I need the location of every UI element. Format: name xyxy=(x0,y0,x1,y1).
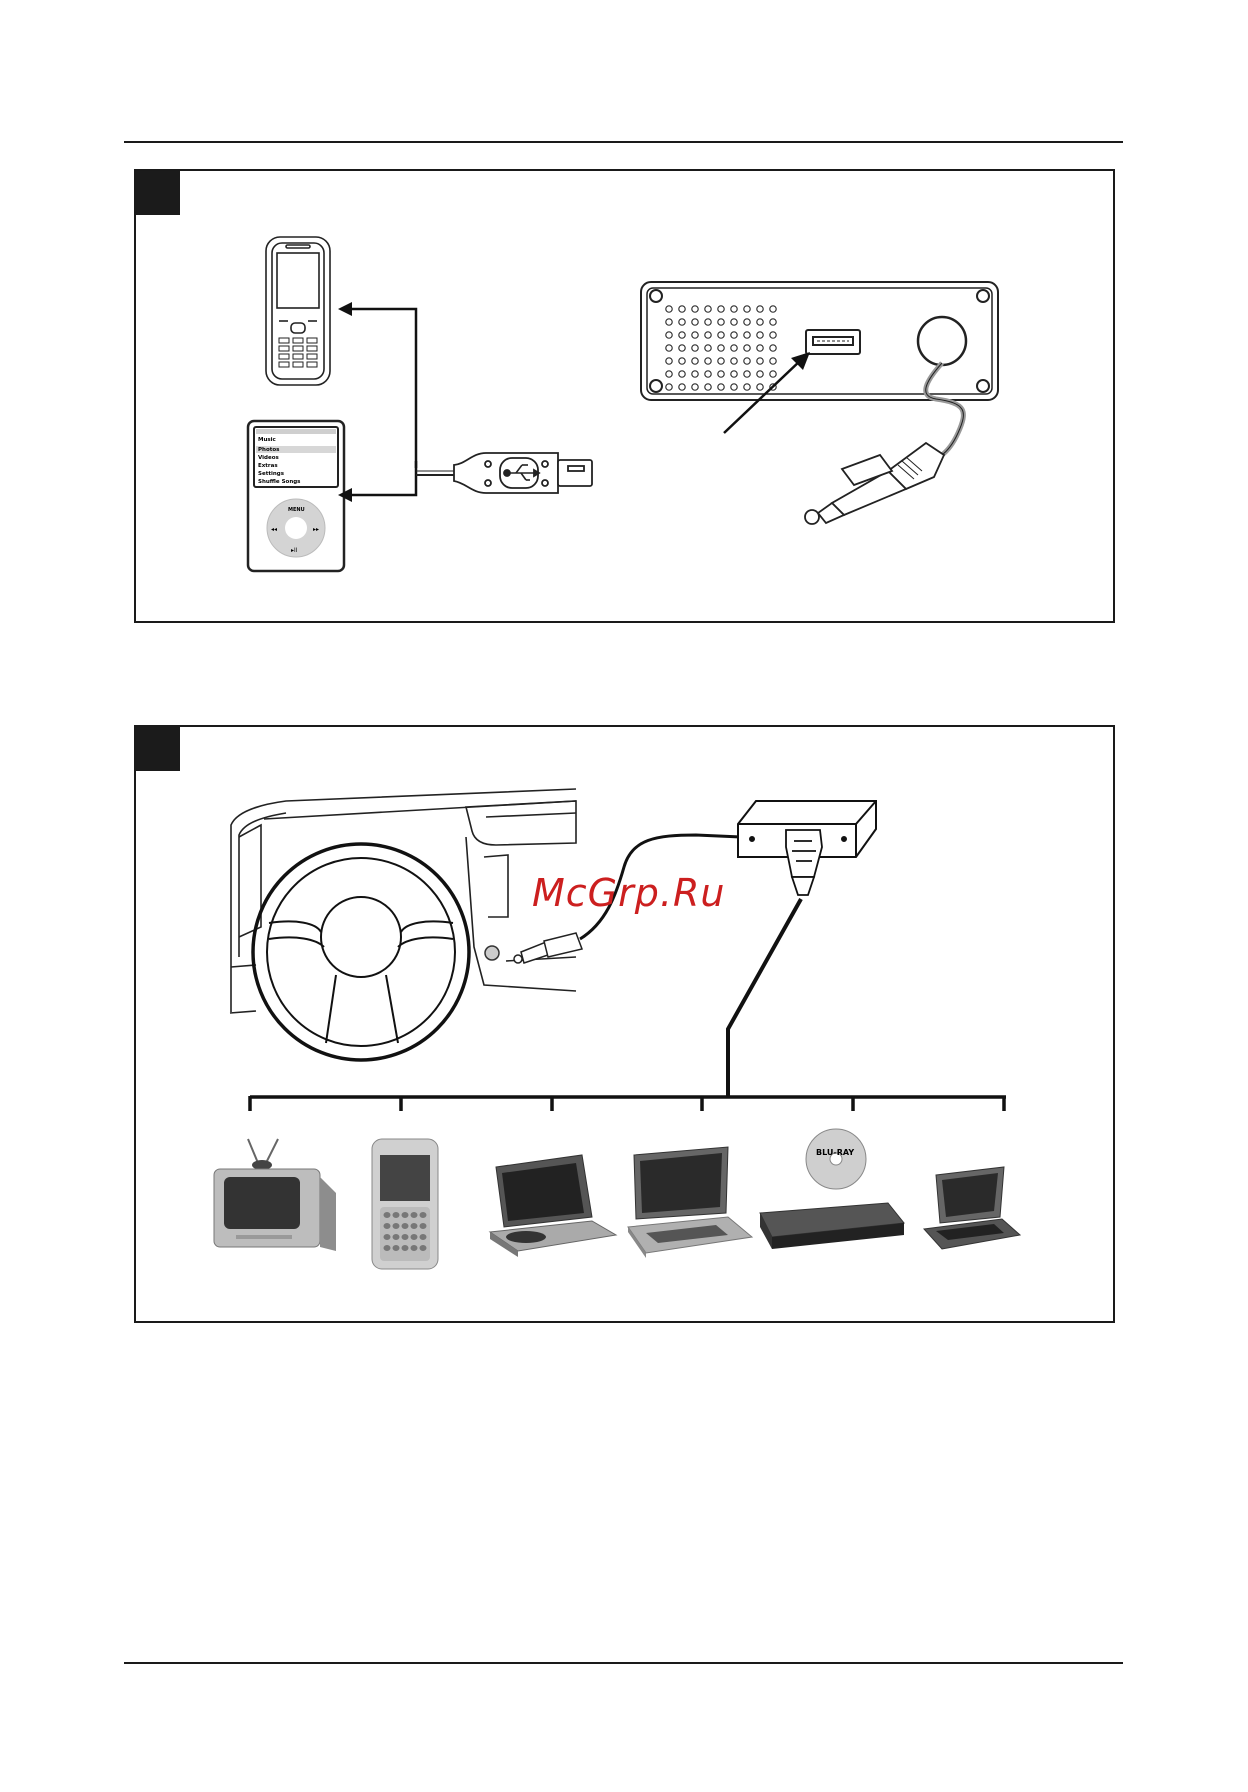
portable-dvd-player-icon xyxy=(490,1155,616,1257)
blu-ray-label: BLU-RAY xyxy=(816,1148,854,1157)
dashboard-socket xyxy=(485,946,499,960)
keypad-key xyxy=(411,1234,418,1240)
power-socket xyxy=(918,317,966,365)
blu-ray-player-icon: BLU-RAY xyxy=(760,1129,904,1249)
keypad-key xyxy=(393,1212,400,1218)
figure-1-illustration: Music Photos Videos Extras Settings Shuf… xyxy=(136,171,1112,620)
ipod-menu-item: Music xyxy=(258,437,276,443)
output-cable xyxy=(728,899,801,1097)
keypad-key xyxy=(420,1212,427,1218)
smartphone-icon xyxy=(372,1139,438,1269)
keypad-key xyxy=(420,1234,427,1240)
figure-1-panel: Music Photos Videos Extras Settings Shuf… xyxy=(134,169,1115,623)
keypad-key xyxy=(393,1234,400,1240)
ipod-wheel-label: MENU xyxy=(288,507,305,513)
keypad-key xyxy=(384,1245,391,1251)
usb-port[interactable] xyxy=(806,330,860,354)
mobile-phone-icon xyxy=(266,237,330,385)
keypad-key xyxy=(420,1245,427,1251)
keypad-key xyxy=(402,1223,409,1229)
usb-plug-icon xyxy=(786,830,822,895)
keypad-key xyxy=(402,1212,409,1218)
keypad-key xyxy=(411,1245,418,1251)
connection-arrows xyxy=(348,309,416,495)
netbook-icon xyxy=(924,1167,1020,1249)
ipod-menu-item: Shuffle Songs xyxy=(258,479,301,485)
keypad-key xyxy=(402,1234,409,1240)
media-player-icon: Music Photos Videos Extras Settings Shuf… xyxy=(248,421,344,571)
svg-text:◂◂: ◂◂ xyxy=(271,527,277,533)
header-rule xyxy=(124,141,1123,143)
keypad-key xyxy=(384,1223,391,1229)
usb-cable-icon xyxy=(416,453,592,493)
watermark-text: McGrp.Ru xyxy=(532,871,725,915)
keypad-key xyxy=(402,1245,409,1251)
television-icon xyxy=(214,1139,336,1251)
keypad-key xyxy=(393,1223,400,1229)
keypad-key xyxy=(411,1223,418,1229)
keypad-key xyxy=(420,1223,427,1229)
cigarette-lighter-plug-icon xyxy=(805,443,944,524)
arrow-head-icon xyxy=(338,302,352,316)
keypad-key xyxy=(393,1245,400,1251)
ipod-menu-item: Videos xyxy=(258,455,279,461)
steering-wheel-icon xyxy=(253,844,469,1060)
svg-text:▸II: ▸II xyxy=(291,548,298,554)
ipod-menu-item: Photos xyxy=(258,447,280,453)
keypad-key xyxy=(411,1212,418,1218)
keypad-key xyxy=(384,1234,391,1240)
svg-text:▸▸: ▸▸ xyxy=(313,527,319,533)
keypad-key xyxy=(384,1212,391,1218)
figure-2-illustration: BLU-RAY xyxy=(136,727,1112,1320)
laptop-icon xyxy=(628,1147,752,1258)
ipod-menu-item: Settings xyxy=(258,471,285,477)
distribution-bracket xyxy=(250,1096,1006,1111)
figure-2-panel: BLU-RAY McGrp.Ru xyxy=(134,725,1115,1323)
ipod-menu-item: Extras xyxy=(258,463,278,469)
footer-rule xyxy=(124,1662,1123,1664)
